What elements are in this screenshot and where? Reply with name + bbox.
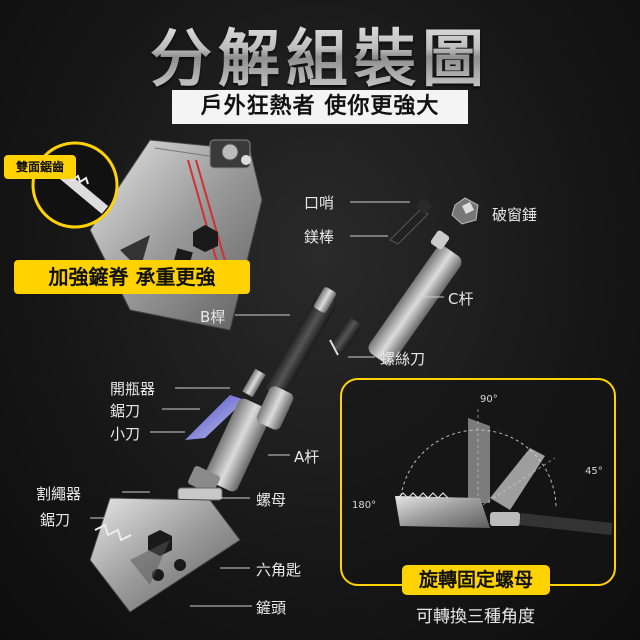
rotate-nut-badge: 旋轉固定螺母 [402, 565, 550, 595]
page-title: 分解組裝圖 [0, 8, 640, 98]
label-window-breaker: 破窗錘 [492, 206, 538, 224]
rotation-illustration [395, 408, 612, 535]
label-shovel-head: 鏟頭 [256, 599, 287, 617]
label-nut: 螺母 [256, 491, 287, 509]
label-screwdriver: 螺絲刀 [380, 350, 426, 368]
label-bottle-opener: 開瓶器 [110, 380, 156, 398]
angle-180-label: 180° [352, 500, 377, 511]
label-rod-b: B桿 [200, 308, 226, 326]
label-hex-wrench: 六角匙 [256, 561, 302, 579]
rotation-caption: 可轉換三種角度 [416, 607, 535, 627]
label-knife: 小刀 [110, 425, 141, 443]
page-subtitle: 戶外狂熱者 使你更強大 [172, 90, 468, 124]
double-saw-badge: 雙面鋸齒 [4, 155, 76, 179]
label-ferro-rod: 鎂棒 [304, 228, 335, 246]
label-saw-1: 鋸刀 [110, 402, 141, 420]
label-rod-a: A杆 [294, 448, 320, 466]
angle-90-label: 90° [480, 394, 498, 405]
label-whistle: 口哨 [304, 194, 335, 212]
label-rope-cutter: 割繩器 [36, 485, 82, 503]
label-rod-c: C杆 [448, 290, 474, 308]
reinforced-ridge-badge: 加強鏟脊 承重更強 [14, 260, 250, 294]
label-saw-2: 鋸刀 [40, 511, 71, 529]
angle-45-label: 45° [585, 466, 603, 477]
page-title-shadow: 分解組裝圖 [0, 10, 640, 100]
